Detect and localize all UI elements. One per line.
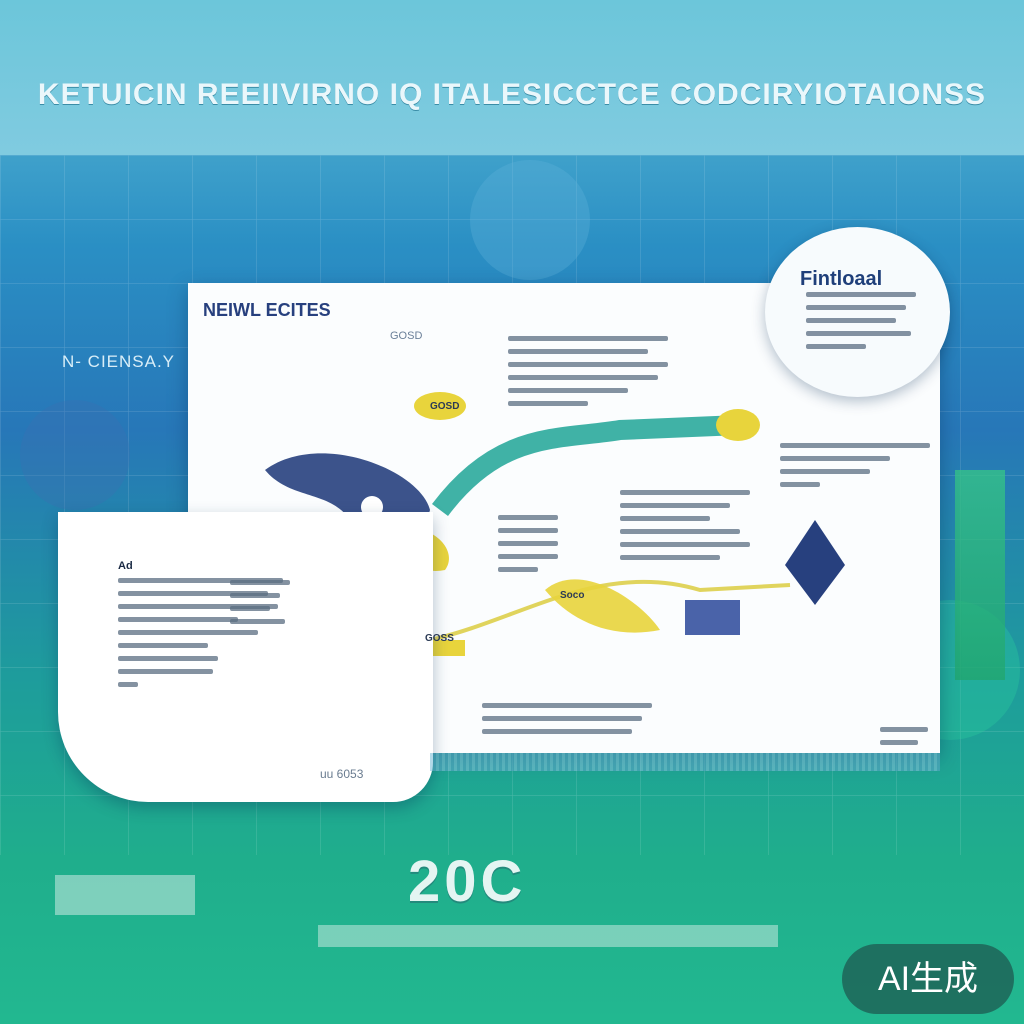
pin-label-mid: GOSS xyxy=(425,633,454,644)
bubble-text-block xyxy=(806,292,916,357)
year-label: 20C xyxy=(408,849,527,914)
pin-label-low: Soco xyxy=(560,590,585,601)
left-text-block-2 xyxy=(230,580,290,632)
header-title: KETUICIN REEIIVIRNO IQ ITALESICCTCE CODC… xyxy=(37,78,987,111)
card-title: NEIWL ECITES xyxy=(203,300,331,320)
left-text-block xyxy=(118,578,283,695)
side-label: N- CIENSA.Y xyxy=(62,352,176,371)
header-band: KETUICIN REEIIVIRNO IQ ITALESICCTCE CODC… xyxy=(0,0,1024,155)
code-label: uu 6053 xyxy=(320,767,364,781)
building-decor xyxy=(55,875,195,915)
base-bar xyxy=(318,925,778,947)
ai-generated-badge: AI生成 xyxy=(842,944,1014,1014)
left-card-label: Ad xyxy=(118,560,133,572)
card-subtitle: GOSD xyxy=(390,330,423,342)
decor-blob xyxy=(470,160,590,280)
text-block-right xyxy=(780,443,930,495)
decor-blob xyxy=(20,400,130,510)
right-tower-decor xyxy=(955,470,1005,680)
bubble-title: Fintloaal xyxy=(800,268,883,290)
text-block-small xyxy=(498,515,558,580)
text-block-bottom-right xyxy=(880,727,928,753)
text-block-top xyxy=(508,336,668,414)
text-block-bottom xyxy=(482,703,652,742)
scale-strip xyxy=(430,753,940,771)
text-block-middle xyxy=(620,490,750,568)
info-bubble xyxy=(765,227,950,397)
pin-label-top: GOSD xyxy=(430,401,460,412)
